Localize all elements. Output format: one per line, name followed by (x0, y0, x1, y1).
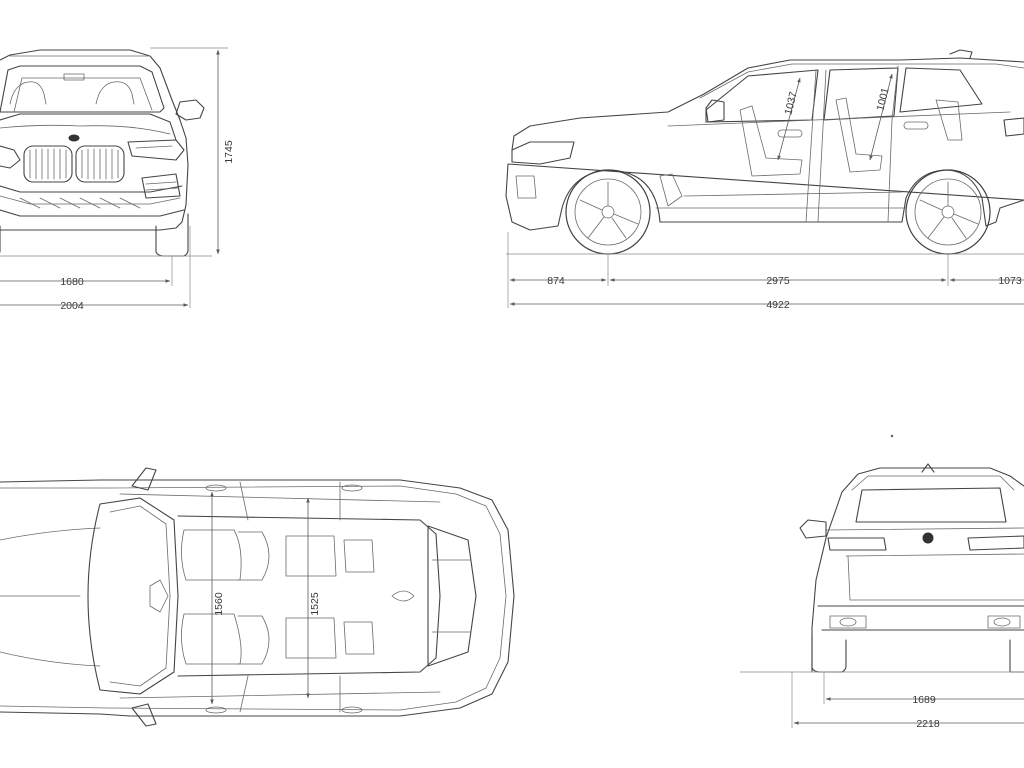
side-headlight (511, 141, 575, 165)
front-body-outline (0, 49, 189, 231)
rear-window (855, 487, 1007, 523)
side-wheel-front (565, 169, 651, 255)
side-front-overhang-value: 874 (547, 275, 565, 287)
front-width-value: 2004 (60, 300, 84, 312)
rear-badge (922, 532, 934, 544)
front-seat-right (95, 81, 135, 105)
top-body-outline (0, 479, 515, 717)
side-window-quarter (899, 67, 983, 113)
rear-view: 1689 2218 (740, 434, 1024, 730)
front-mirror (175, 99, 205, 121)
side-wheel-rear (905, 169, 991, 255)
rear-taillight-left (827, 537, 887, 551)
front-headlight-left (0, 145, 21, 169)
side-view: 1037 1001 874 2975 1073 4922 (505, 49, 1024, 311)
side-window-rear (823, 67, 899, 121)
front-view: 1745 1680 2004 (0, 47, 235, 312)
rear-width-value: 2218 (916, 718, 940, 730)
front-bumper (0, 185, 183, 193)
top-hood (0, 527, 101, 667)
front-track-value: 1680 (60, 276, 84, 288)
front-height-value: 1745 (223, 140, 235, 164)
side-wheelbase-value: 2975 (766, 275, 790, 287)
side-headroom-rear-value: 1001 (874, 86, 891, 112)
rear-track-value: 1689 (912, 694, 936, 706)
side-mirror (705, 99, 725, 123)
side-window-front (705, 69, 819, 123)
top-mirror-right (131, 703, 157, 727)
rear-body-outline (811, 467, 1024, 673)
top-interior-width-front-value: 1560 (213, 592, 225, 616)
top-seats (181, 529, 375, 665)
rear-bumper (817, 605, 1024, 631)
rear-taillight-right (967, 535, 1024, 551)
front-seat-left (9, 81, 47, 105)
top-interior-width-rear-value: 1525 (309, 592, 321, 616)
front-headlight-right (127, 139, 185, 161)
top-roof (177, 515, 441, 677)
side-headroom-front-value: 1037 (782, 90, 799, 116)
side-body-outline (505, 57, 1024, 231)
top-rear-window (427, 525, 477, 667)
rear-tire-left (811, 633, 847, 673)
side-rear-overhang-value: 1073 (998, 275, 1022, 287)
top-view: 1560 1525 (0, 467, 515, 727)
front-tire-right (155, 213, 189, 257)
front-hood (0, 113, 177, 141)
kidney-grille (23, 145, 125, 183)
rear-mirror (799, 519, 827, 539)
front-badge (68, 134, 80, 142)
side-length-value: 4922 (766, 299, 790, 311)
top-windshield (87, 497, 179, 695)
front-windshield (0, 65, 165, 113)
top-mirror-left (131, 467, 157, 491)
